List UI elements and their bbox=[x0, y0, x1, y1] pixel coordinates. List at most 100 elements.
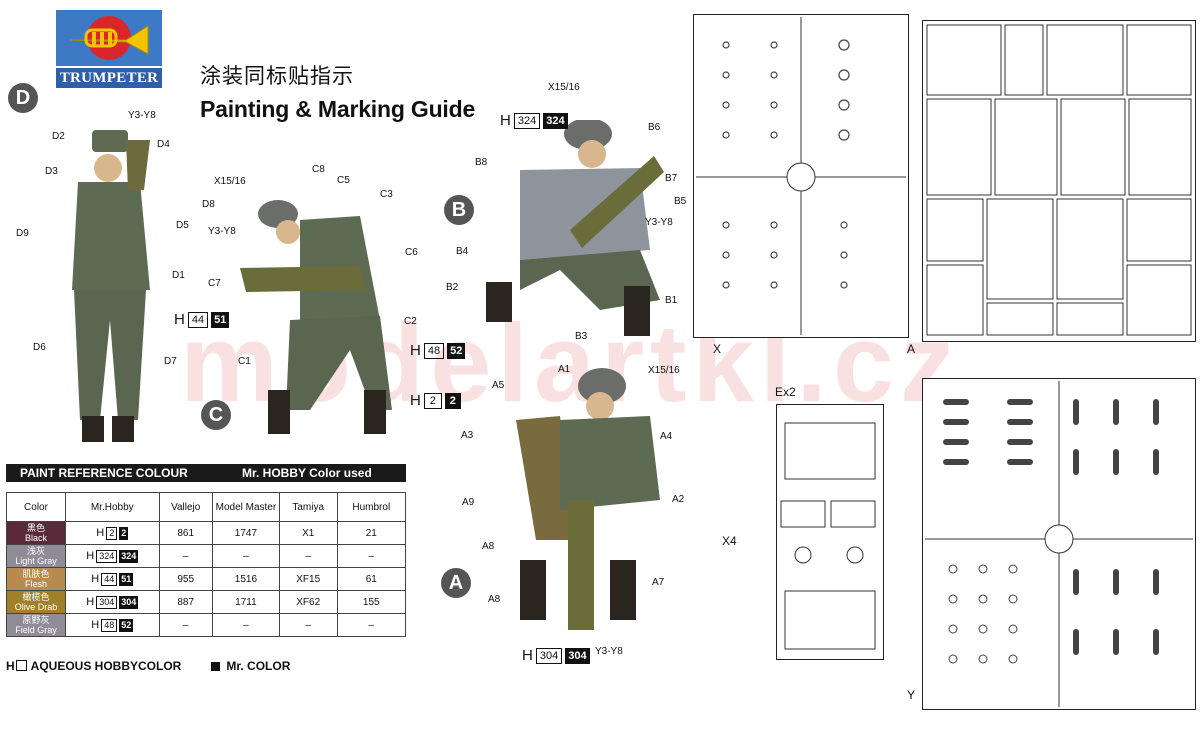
figure-letter-a: A bbox=[441, 568, 471, 598]
part-label: A7 bbox=[652, 577, 665, 588]
humbrol-cell: – bbox=[336, 613, 407, 637]
open-square-icon bbox=[15, 660, 27, 671]
part-label: A2 bbox=[672, 494, 685, 505]
figure-illustrations bbox=[72, 120, 664, 630]
part-label: A3 bbox=[461, 430, 474, 441]
model-master-cell: – bbox=[211, 613, 280, 637]
tamiya-cell: XF15 bbox=[278, 567, 338, 591]
part-label: D9 bbox=[16, 228, 29, 239]
part-label: D5 bbox=[176, 220, 189, 231]
figure-c-drawing bbox=[240, 200, 392, 434]
vallejo-cell: 861 bbox=[158, 521, 213, 545]
sprue-x-panel bbox=[693, 14, 909, 338]
vallejo-cell: – bbox=[158, 544, 213, 568]
tamiya-cell: X1 bbox=[278, 521, 338, 545]
col-header: Vallejo bbox=[158, 492, 213, 522]
sprue-label-y: Y bbox=[907, 688, 916, 702]
model-master-cell: 1747 bbox=[211, 521, 280, 545]
part-label: C3 bbox=[380, 189, 393, 200]
col-header: Humbrol bbox=[336, 492, 407, 522]
col-header: Color bbox=[6, 492, 66, 522]
part-label: Y3-Y8 bbox=[128, 110, 156, 121]
part-label: X15/16 bbox=[548, 82, 580, 93]
vallejo-cell: – bbox=[158, 613, 213, 637]
part-label: D7 bbox=[164, 356, 177, 367]
part-label: B5 bbox=[674, 196, 687, 207]
sprue-label-x4: X4 bbox=[722, 534, 737, 548]
model-master-cell: 1516 bbox=[211, 567, 280, 591]
vallejo-cell: 955 bbox=[158, 567, 213, 591]
sprue-e-panel bbox=[776, 404, 884, 660]
humbrol-cell: – bbox=[336, 544, 407, 568]
sprue-label-x: X bbox=[713, 342, 722, 356]
part-label: D1 bbox=[172, 270, 185, 281]
col-header: Tamiya bbox=[278, 492, 338, 522]
model-master-cell: 1711 bbox=[211, 590, 280, 614]
part-label: A8 bbox=[482, 541, 495, 552]
part-label: A5 bbox=[492, 380, 505, 391]
vallejo-cell: 887 bbox=[158, 590, 213, 614]
part-label: B7 bbox=[665, 173, 678, 184]
tamiya-cell: XF62 bbox=[278, 590, 338, 614]
figure-letter-c: C bbox=[201, 400, 231, 430]
part-label: Y3-Y8 bbox=[645, 217, 673, 228]
part-label: B8 bbox=[475, 157, 488, 168]
part-label: D4 bbox=[157, 139, 170, 150]
sprue-a-parts bbox=[926, 24, 1192, 336]
part-label: C1 bbox=[238, 356, 251, 367]
part-label: A9 bbox=[462, 497, 475, 508]
page-title: Painting & Marking Guide bbox=[200, 96, 476, 122]
figure-d-drawing bbox=[72, 130, 150, 442]
legend-mr-color: Mr. COLOR bbox=[211, 659, 290, 673]
part-label: B4 bbox=[456, 246, 469, 257]
brand-logo: TRUMPETER bbox=[56, 10, 162, 90]
figure-b-drawing bbox=[486, 120, 664, 336]
humbrol-cell: 21 bbox=[336, 521, 407, 545]
part-label: A4 bbox=[660, 431, 673, 442]
sprue-label-ex2: Ex2 bbox=[775, 385, 796, 399]
paint-reference-bar: PAINT REFERENCE COLOUR Mr. HOBBY Color u… bbox=[6, 464, 406, 482]
part-label: D3 bbox=[45, 166, 58, 177]
sprue-a-panel bbox=[922, 20, 1196, 342]
part-label: B3 bbox=[575, 331, 588, 342]
sprue-label-a: A bbox=[907, 342, 916, 356]
table-header-row: Color Mr.Hobby Vallejo Model Master Tami… bbox=[6, 492, 407, 522]
sprue-e-parts bbox=[780, 422, 876, 650]
model-master-cell: – bbox=[211, 544, 280, 568]
part-label: X15/16 bbox=[214, 176, 246, 187]
part-label: C6 bbox=[405, 247, 418, 258]
part-label: X15/16 bbox=[648, 365, 680, 376]
part-label: D8 bbox=[202, 199, 215, 210]
paint-reference-subtitle: Mr. HOBBY Color used bbox=[242, 466, 372, 480]
figure-letter-b: B bbox=[444, 195, 474, 225]
brand-name: TRUMPETER bbox=[56, 68, 162, 88]
col-header: Model Master bbox=[211, 492, 280, 522]
part-label: B1 bbox=[665, 295, 678, 306]
part-label: D2 bbox=[52, 131, 65, 142]
filled-square-icon bbox=[211, 662, 221, 671]
part-label: C7 bbox=[208, 278, 221, 289]
humbrol-cell: 61 bbox=[336, 567, 407, 591]
part-label: A1 bbox=[558, 364, 571, 375]
figure-letter-d: D bbox=[8, 83, 38, 113]
col-header: Mr.Hobby bbox=[65, 492, 160, 522]
part-label: B6 bbox=[648, 122, 661, 133]
part-label: C5 bbox=[337, 175, 350, 186]
part-label: A8 bbox=[488, 594, 501, 605]
humbrol-cell: 155 bbox=[336, 590, 407, 614]
